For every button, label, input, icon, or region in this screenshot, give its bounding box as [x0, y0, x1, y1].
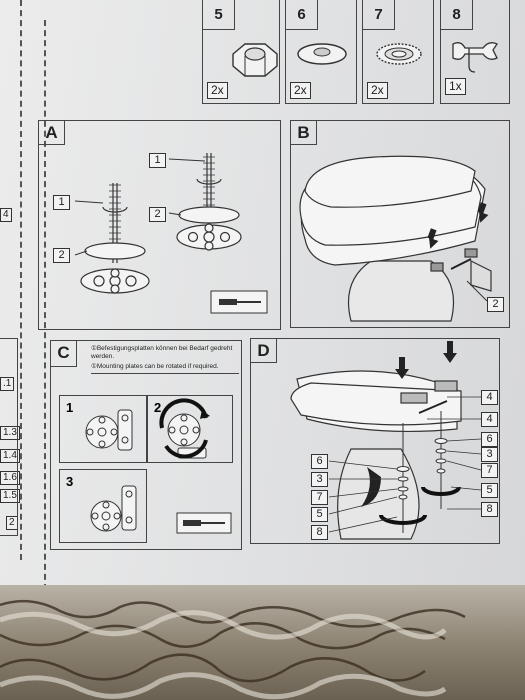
margin-label: .1 — [0, 377, 15, 391]
callout-label: 8 — [481, 502, 498, 517]
seat-mounting-diagram — [290, 341, 482, 540]
panel-d: D — [250, 338, 500, 544]
step-number: 2 — [154, 400, 162, 415]
part-5-cell: 5 2x — [202, 0, 280, 104]
panel-b: B 2 — [290, 120, 510, 328]
callout-label: 6 — [481, 432, 498, 447]
plate-step-3-diagram — [90, 485, 137, 532]
part-6-cell: 6 2x — [285, 0, 357, 104]
note-english: ①Mounting plates can be rotated if requi… — [91, 363, 219, 370]
callout-label: 2 — [149, 207, 166, 222]
step-3-box: 3 — [59, 469, 147, 543]
callout-label: 7 — [311, 490, 328, 505]
part-qty: 2x — [290, 82, 311, 99]
plate-step-2-diagram — [159, 398, 210, 459]
callout-label: 3 — [311, 472, 328, 487]
toilet-seat-diagram — [299, 155, 492, 322]
screwdriver-icon — [176, 512, 232, 534]
panel-a: A — [38, 120, 281, 330]
callout-label: 3 — [481, 447, 498, 462]
callout-label: 4 — [481, 390, 498, 405]
callout-label: 8 — [311, 525, 328, 540]
margin-label: 1.4 — [0, 449, 20, 463]
fixing-bolt-diagram — [74, 153, 268, 314]
part-7-cell: 7 2x — [362, 0, 434, 104]
step-number: 1 — [66, 400, 74, 415]
panel-letter: D — [251, 339, 277, 363]
part-number: 5 — [203, 0, 235, 30]
callout-label: 1 — [149, 153, 166, 168]
cut-line — [20, 0, 22, 560]
part-qty: 2x — [367, 82, 388, 99]
callout-label: 5 — [481, 483, 498, 498]
step-number: 3 — [66, 474, 74, 489]
part-qty: 2x — [207, 82, 228, 99]
callout-label: 1 — [53, 195, 70, 210]
marble-surface — [0, 585, 525, 700]
instruction-sheet: 4 .1 1.3 1.4 1.6 1.5 2 5 2x 6 2x 7 2x — [0, 0, 525, 590]
panel-letter: C — [51, 341, 77, 367]
callout-label: 2 — [487, 297, 504, 312]
callout-label: 6 — [311, 454, 328, 469]
wrench-tool-icon — [452, 42, 498, 73]
callout-label: 2 — [53, 248, 70, 263]
hex-nut-icon — [232, 43, 278, 77]
margin-label: 1.6 — [0, 471, 20, 485]
plate-step-1-diagram — [85, 409, 133, 451]
margin-label: 1.5 — [0, 489, 20, 503]
callout-label: 5 — [311, 507, 328, 522]
margin-label: 4 — [0, 208, 12, 222]
step-1-box: 1 — [59, 395, 147, 463]
part-8-cell: 8 1x — [440, 0, 510, 104]
panel-letter: B — [291, 121, 317, 145]
callout-label: 7 — [481, 463, 498, 478]
part-qty: 1x — [445, 78, 466, 95]
note-german: ①Befestigungsplatten können bei Bedarf g… — [91, 345, 233, 360]
part-number: 7 — [363, 0, 395, 30]
toothed-washer-icon — [376, 43, 422, 65]
panel-c: C ①Befestigungsplatten können bei Bedarf… — [50, 340, 242, 550]
part-number: 8 — [441, 0, 473, 30]
cone-washer-icon — [297, 43, 347, 65]
callout-label: 4 — [481, 412, 498, 427]
cut-line — [44, 20, 46, 590]
step-2-box: 2 — [147, 395, 233, 463]
margin-label: 1.3 — [0, 426, 20, 440]
marble-veins — [0, 599, 466, 700]
part-number: 6 — [286, 0, 318, 30]
panel-letter: A — [39, 121, 65, 145]
